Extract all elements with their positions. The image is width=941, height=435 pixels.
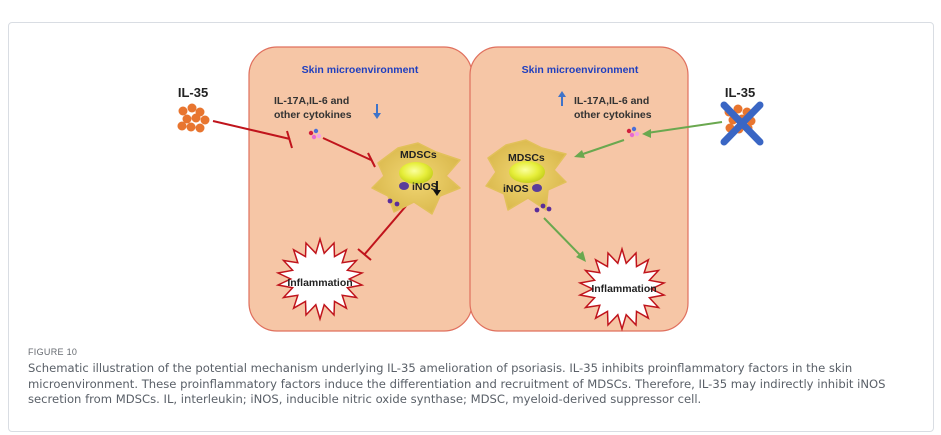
left-inflammation-burst [275, 236, 365, 322]
left-inos-granules-icon [387, 198, 400, 207]
up-arrow-icon [558, 91, 566, 106]
left-mdsc-label: MDSCs [400, 149, 437, 161]
right-mdsc-label: MDSCs [508, 152, 545, 164]
inos-down-arrow-icon [433, 181, 441, 196]
left-inos-label: iNOS [412, 181, 438, 193]
left-panel-title: Skin microenvironment [302, 64, 419, 76]
left-cytokines-line2: other cytokines [274, 109, 352, 121]
cytokines-recruit-mdsc-arrow [574, 139, 625, 158]
left-inflammation-label: Inflammation [287, 277, 352, 289]
right-cytokines-line1: IL-17A,IL-6 and [574, 95, 649, 107]
il35-right-label: IL-35 [725, 85, 755, 100]
il35-molecule-left-icon [177, 103, 210, 133]
right-panel-title: Skin microenvironment [522, 64, 639, 76]
left-mdsc-cell [371, 142, 461, 215]
il35-absent-arrow [642, 121, 723, 138]
figure-label: FIGURE 10 [28, 347, 78, 357]
cytokine-molecules-left-icon [308, 128, 322, 140]
right-inos-label: iNOS [503, 183, 529, 195]
right-mdsc-cell [485, 139, 567, 211]
il35-left-label: IL-35 [178, 85, 208, 100]
right-inflammation-label: Inflammation [591, 283, 656, 295]
mechanism-diagram: Skin microenvironment Skin microenvironm… [177, 46, 764, 332]
mdsc-promotes-inflammation-arrow [543, 217, 586, 262]
mdsc-inhibits-inflammation-arrow [357, 205, 407, 261]
right-inos-granules-icon [534, 203, 552, 213]
cytokine-molecules-right-icon [626, 126, 640, 138]
cytokines-inhibit-mdsc-arrow [322, 137, 376, 168]
cross-mark-icon [720, 101, 764, 146]
right-inflammation-burst [577, 246, 667, 332]
figure-caption: Schematic illustration of the potential … [28, 361, 886, 406]
left-cytokines-line1: IL-17A,IL-6 and [274, 95, 349, 107]
il35-inhibits-cytokines-arrow [212, 120, 293, 149]
down-arrow-icon [373, 104, 381, 119]
right-cytokines-line2: other cytokines [574, 109, 652, 121]
